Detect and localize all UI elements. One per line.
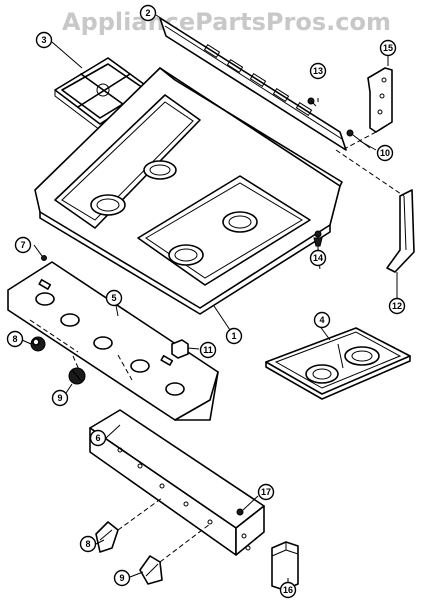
burner-box [265,327,411,400]
svg-text:16: 16 [283,585,293,595]
callout-1: 1 [225,327,243,345]
callout-2: 2 [139,4,157,22]
callout-12: 12 [388,297,406,315]
svg-text:3: 3 [41,35,46,45]
callout-8-upper: 8 [6,330,24,348]
knob-lower-8 [95,497,163,553]
svg-text:17: 17 [261,487,271,497]
callout-6: 6 [89,429,107,447]
watermark-text: AppliancePartsPros.com [62,8,391,36]
callout-15: 15 [379,39,397,57]
callout-10: 10 [376,144,394,162]
callout-7: 7 [14,236,32,254]
knob-upper-8 [30,336,46,352]
callout-8-lower: 8 [79,535,97,553]
svg-text:6: 6 [95,433,100,443]
screw-7 [41,255,47,261]
rear-trim-strip [159,17,347,151]
right-bracket [367,67,393,133]
side-trim [386,189,415,273]
svg-text:7: 7 [20,240,25,250]
svg-text:14: 14 [313,253,323,263]
svg-text:5: 5 [111,293,116,303]
manifold-panel [89,409,265,556]
callout-14: 14 [309,249,327,267]
svg-text:2: 2 [145,8,150,18]
switch-11 [171,339,189,359]
callout-3: 3 [35,31,53,49]
svg-text:9: 9 [119,573,124,583]
screw-17 [236,495,259,516]
screw-10 [346,129,371,149]
clip-14 [313,230,323,247]
svg-text:1: 1 [231,331,236,341]
screw-13 [307,97,317,107]
svg-text:13: 13 [313,66,323,76]
svg-text:4: 4 [319,315,324,325]
svg-text:11: 11 [203,345,213,355]
assembly-line-bracket [345,131,377,149]
svg-text:9: 9 [57,393,62,403]
callout-9-lower: 9 [113,569,131,587]
callout-4: 4 [313,311,331,329]
svg-text:8: 8 [85,539,90,549]
knob-lower-9 [139,523,211,585]
svg-text:12: 12 [392,301,402,311]
main-cooktop [34,67,343,315]
knob-upper-9 [68,367,86,385]
callout-11: 11 [199,341,217,359]
callout-9-upper: 9 [51,389,69,407]
svg-text:15: 15 [383,43,393,53]
callout-13: 13 [309,62,327,80]
assembly-line-upper [335,149,405,197]
control-panel [7,261,219,421]
callout-5: 5 [105,289,123,307]
svg-text:8: 8 [12,334,17,344]
callout-16: 16 [279,581,297,599]
svg-text:10: 10 [380,148,390,158]
spark-module [271,541,299,591]
callout-17: 17 [257,483,275,501]
